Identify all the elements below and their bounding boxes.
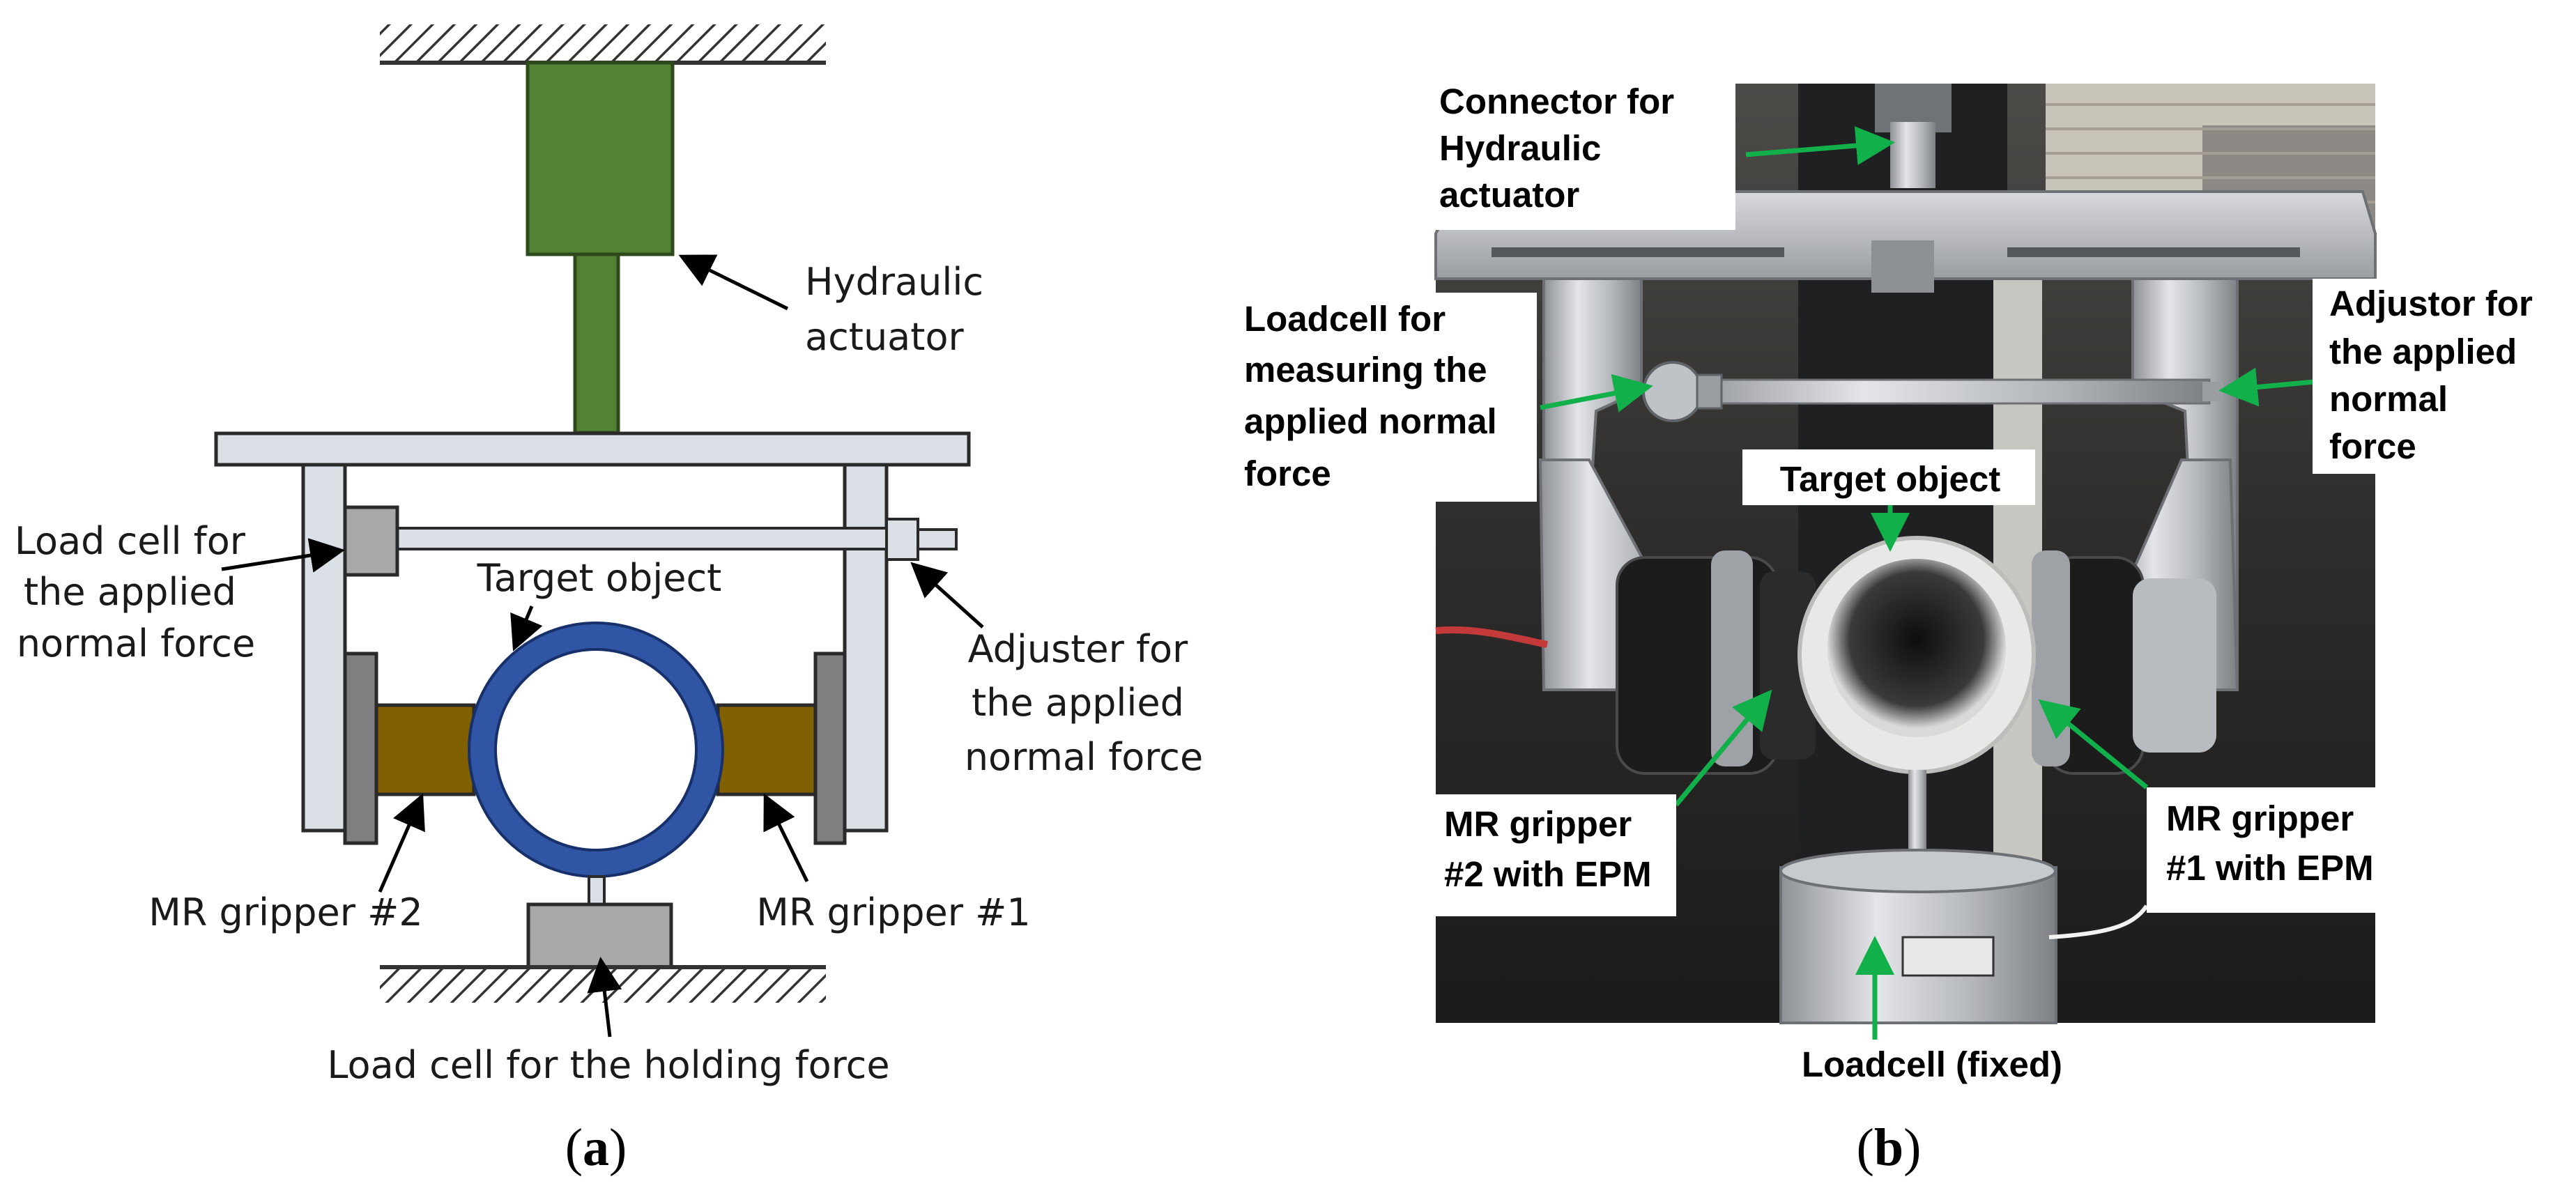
connector-shaft	[1890, 122, 1935, 188]
mr-gripper-2-photo	[1616, 556, 1779, 775]
panel-label-a: (a)	[565, 1118, 627, 1177]
green-arrow-gripper-1	[2038, 699, 2149, 789]
label-mr-gripper-2: MR gripper #2	[148, 891, 423, 934]
arrow-adjuster	[910, 562, 984, 629]
label-loadcell-measuring: Loadcell for measuring the applied norma…	[1244, 299, 1507, 493]
label-bg-loadcell-measuring	[1237, 293, 1537, 502]
label-adjuster: Adjuster for the applied normal force	[965, 627, 1203, 779]
left-frame	[301, 463, 347, 833]
label-loadcell-fixed: Loadcell (fixed)	[1802, 1044, 2062, 1084]
top-plate	[214, 431, 971, 467]
panel-label-b: (b)	[1857, 1118, 1922, 1177]
right-frame	[843, 463, 889, 833]
arrow-load-cell-holding	[587, 957, 622, 1038]
rod-nut	[1696, 373, 1723, 410]
threaded-rod	[1678, 378, 2211, 405]
adjustor-end	[2202, 382, 2223, 401]
label-load-cell-holding: Load cell for the holding force	[327, 1043, 889, 1087]
green-arrow-gripper-2	[1674, 689, 1772, 807]
green-arrow-connector	[1745, 126, 1895, 165]
schematic-panel: Hydraulic actuator Load cell for the app…	[15, 24, 1203, 1177]
mr-gripper-1-body	[716, 703, 818, 796]
label-load-cell-normal: Load cell for the applied normal force	[15, 519, 257, 665]
arrow-gripper-1	[763, 793, 809, 883]
label-bg-target	[1742, 449, 2035, 505]
adjuster-nut	[885, 518, 919, 561]
arrow-load-cell-normal	[221, 538, 345, 573]
hydraulic-actuator-body	[526, 61, 675, 256]
label-mr-gripper-1: MR gripper #1	[756, 891, 1031, 934]
label-bg-connector	[1425, 77, 1735, 230]
mr-gripper-2-body	[374, 703, 476, 796]
mr-gripper-2-pad	[1760, 571, 1816, 760]
left-gripper-backplate	[343, 652, 378, 845]
arrow-hydraulic	[678, 254, 789, 311]
green-arrow-loadcell-measuring	[1540, 373, 1653, 413]
label-mr-gripper-2-photo: MR gripper #2 with EPM	[1444, 804, 1652, 894]
threaded-stub	[1871, 240, 1934, 293]
label-bg-gripper-2	[1436, 794, 1676, 916]
rod-loadcell	[1642, 361, 1703, 422]
label-target-object: Target object	[477, 556, 722, 600]
load-cell-normal-box	[343, 505, 399, 577]
target-pipe-bore	[1827, 559, 2006, 737]
white-cable	[2048, 904, 2149, 939]
label-target-object-photo: Target object	[1780, 459, 2000, 499]
label-connector: Connector for Hydraulic actuator	[1439, 82, 1684, 215]
loadcell-fixed-top	[1779, 849, 2057, 893]
load-cell-holding-box	[526, 902, 673, 969]
top-ground-hatch	[380, 24, 826, 63]
holding-support-rod	[588, 875, 606, 906]
green-arrow-adjustor	[2218, 367, 2315, 407]
plate-slot-right	[2007, 247, 2300, 257]
right-gripper-backplate	[813, 652, 847, 845]
loadcell-logo-plate	[1901, 936, 1995, 977]
label-bg-adjustor	[2313, 279, 2576, 474]
label-bg-gripper-1	[2147, 787, 2387, 913]
arrow-gripper-2	[378, 793, 425, 893]
hydraulic-actuator-rod	[573, 252, 620, 435]
arrow-target	[510, 606, 543, 652]
plate-slot-left	[1492, 247, 1784, 257]
label-hydraulic-actuator: Hydraulic actuator	[805, 260, 995, 359]
target-object-ring	[469, 623, 723, 877]
target-ring-outline-inner	[494, 648, 698, 851]
label-mr-gripper-1-photo: MR gripper #1 with EPM	[2166, 799, 2374, 888]
adjuster-rod-end	[917, 528, 958, 550]
mr-gripper-1-housing	[2133, 578, 2216, 753]
cross-rod	[394, 527, 889, 550]
photo-panel: Connector for Hydraulic actuator Loadcel…	[1237, 77, 2576, 1177]
label-adjustor: Adjustor for the applied normal force	[2329, 284, 2543, 466]
mr-gripper-1-clamp	[2032, 550, 2070, 766]
wire-bundle	[1435, 626, 1548, 648]
